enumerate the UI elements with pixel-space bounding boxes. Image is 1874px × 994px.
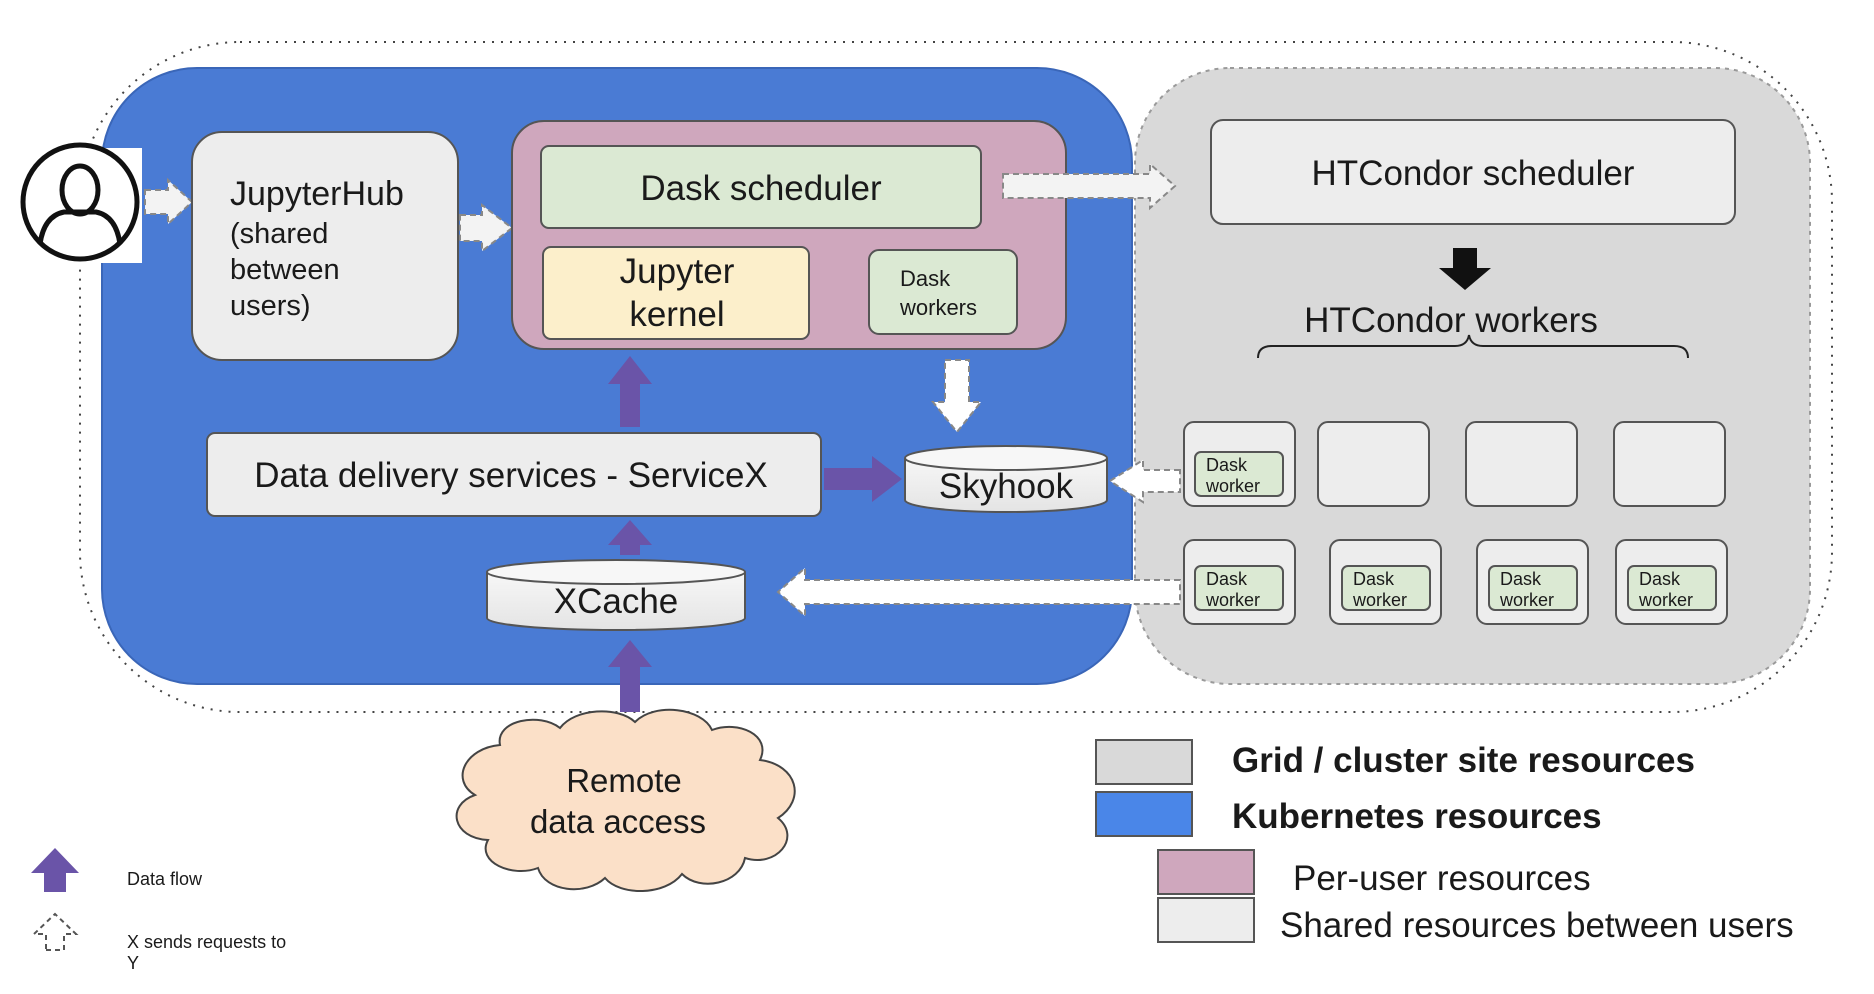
request-arrow-worker-to-skyhook xyxy=(1108,458,1181,504)
remote-line1: Remote xyxy=(566,762,682,799)
xcache-node: XCache xyxy=(486,559,746,631)
dask-scheduler-node: Dask scheduler xyxy=(540,145,982,229)
servicex-node: Data delivery services - ServiceX xyxy=(206,432,822,517)
worker-label-line2: worker xyxy=(1205,590,1260,610)
scheduler-to-workers-arrow xyxy=(1439,248,1491,290)
htcondor-scheduler-label: HTCondor scheduler xyxy=(1312,154,1635,193)
htcondor-worker-slot-empty xyxy=(1613,421,1726,507)
legend-per-user-label: Per-user resources xyxy=(1293,859,1591,898)
legend-data-flow-arrow xyxy=(31,848,79,892)
legend-kubernetes-swatch xyxy=(1095,791,1193,837)
dask-workers-line2: workers xyxy=(899,295,977,320)
jupyter-kernel-node: Jupyter kernel xyxy=(542,246,810,340)
htcondor-workers-brace xyxy=(1257,334,1689,359)
htcondor-worker-slot: Dask worker xyxy=(1183,421,1296,507)
user-icon xyxy=(20,142,142,263)
legend-requests-entry: X sends requests to Y xyxy=(31,912,286,973)
htcondor-worker-slot: Dask worker xyxy=(1329,539,1442,625)
worker-label-line1: Dask xyxy=(1206,455,1248,475)
worker-label-line1: Dask xyxy=(1500,569,1542,589)
legend-shared-swatch xyxy=(1157,897,1255,943)
legend-requests-line1: X sends requests to xyxy=(127,932,286,952)
data-flow-arrow-servicex-to-kernel xyxy=(608,356,652,427)
legend-shared-label: Shared resources between users xyxy=(1280,906,1794,945)
legend-kubernetes-label: Kubernetes resources xyxy=(1232,797,1602,836)
worker-label-line2: worker xyxy=(1205,476,1260,496)
htcondor-worker-slot: Dask worker xyxy=(1615,539,1728,625)
jupyter-kernel-line2: kernel xyxy=(629,295,724,334)
data-flow-arrow-remote-to-xcache xyxy=(608,640,652,712)
legend-request-arrow xyxy=(31,912,79,951)
worker-label-line2: worker xyxy=(1638,590,1693,610)
xcache-label: XCache xyxy=(554,582,679,621)
htcondor-worker-slot: Dask worker xyxy=(1476,539,1589,625)
legend-data-flow-entry: Data flow xyxy=(31,848,203,892)
jupyter-kernel-line1: Jupyter xyxy=(620,252,735,291)
request-arrow-dask-to-htcondor xyxy=(1002,161,1177,211)
legend-per-user-swatch xyxy=(1157,849,1255,895)
skyhook-label: Skyhook xyxy=(939,467,1074,506)
legend-per-user-entry: Per-user resources xyxy=(1157,849,1591,898)
worker-label-line1: Dask xyxy=(1639,569,1681,589)
remote-line2: data access xyxy=(530,803,706,840)
worker-label-line2: worker xyxy=(1499,590,1554,610)
htcondor-worker-slot-empty xyxy=(1465,421,1578,507)
legend-data-flow-label: Data flow xyxy=(127,869,203,889)
dask-workers-line1: Dask xyxy=(900,266,951,291)
worker-label-line1: Dask xyxy=(1206,569,1248,589)
legend-grid-entry: Grid / cluster site resources xyxy=(1095,739,1695,785)
worker-label-line2: worker xyxy=(1352,590,1407,610)
htcondor-worker-slot: Dask worker xyxy=(1183,539,1296,625)
jupyterhub-line1: (shared xyxy=(230,218,328,250)
jupyterhub-line3: users) xyxy=(230,290,311,322)
dask-scheduler-label: Dask scheduler xyxy=(640,169,882,208)
worker-label-line1: Dask xyxy=(1353,569,1395,589)
data-flow-arrow-servicex-to-skyhook xyxy=(824,456,902,502)
legend-grid-label: Grid / cluster site resources xyxy=(1232,741,1695,780)
request-arrow-user-to-hub xyxy=(144,177,194,227)
legend-requests-line2: Y xyxy=(127,953,139,973)
remote-data-access-node: Remote data access xyxy=(455,708,796,892)
htcondor-workers-label: HTCondor workers xyxy=(1304,301,1598,340)
legend-kubernetes-entry: Kubernetes resources xyxy=(1095,791,1602,837)
htcondor-worker-slot-empty xyxy=(1317,421,1430,507)
jupyterhub-line2: between xyxy=(230,254,340,286)
request-arrow-worker-to-xcache xyxy=(776,565,1181,619)
request-arrow-to-skyhook xyxy=(930,359,984,434)
jupyterhub-title: JupyterHub xyxy=(230,175,404,213)
request-arrow-hub-to-user-env xyxy=(459,202,514,254)
dask-workers-node: Dask workers xyxy=(868,249,1018,335)
skyhook-node: Skyhook xyxy=(904,445,1108,513)
legend-grid-swatch xyxy=(1095,739,1193,785)
servicex-label: Data delivery services - ServiceX xyxy=(254,456,768,495)
jupyterhub-node: JupyterHub (shared between users) xyxy=(191,131,459,361)
data-flow-arrow-xcache-to-servicex xyxy=(608,520,652,555)
legend-shared-entry: Shared resources between users xyxy=(1157,897,1794,945)
htcondor-scheduler-node: HTCondor scheduler xyxy=(1210,119,1736,225)
